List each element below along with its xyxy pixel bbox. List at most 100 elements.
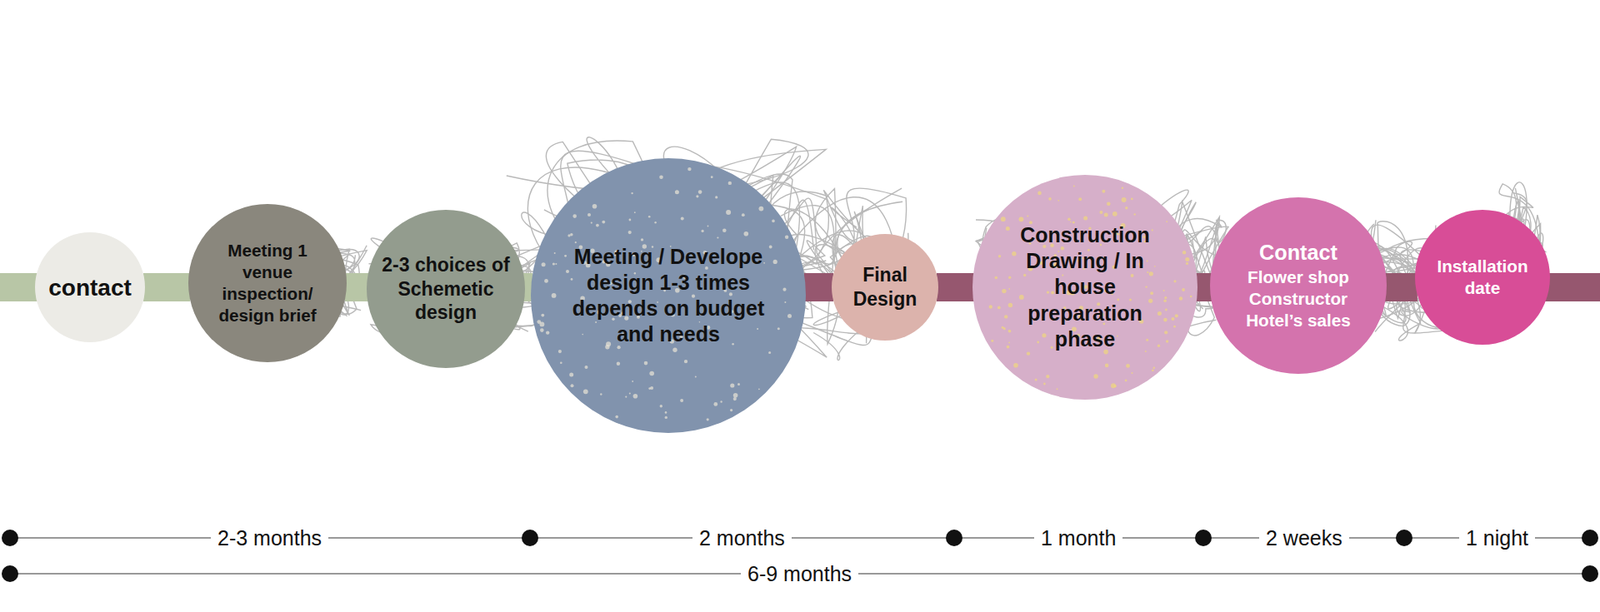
speckle bbox=[728, 181, 732, 185]
circle-content: 2-3 choices of Schemetic design bbox=[366, 210, 525, 369]
band-connector bbox=[804, 273, 834, 302]
speckle bbox=[1157, 345, 1160, 348]
circle-content: Installation date bbox=[1415, 210, 1550, 345]
speckle bbox=[1093, 374, 1098, 379]
stage-text: Meeting / Develope design 1-3 times depe… bbox=[558, 244, 779, 349]
speckle bbox=[698, 190, 703, 195]
timeline-dot bbox=[1, 530, 19, 547]
stage-text: contact bbox=[48, 273, 132, 303]
circle-content: Final Design bbox=[831, 234, 939, 341]
speckle bbox=[541, 262, 546, 267]
timeline-dot bbox=[1581, 530, 1599, 547]
speckle bbox=[649, 371, 655, 377]
circle-fill bbox=[35, 232, 145, 343]
speckle bbox=[715, 195, 718, 199]
stage-circle: Meeting 1 venue inspection/ design brief bbox=[188, 204, 347, 363]
speckle bbox=[1000, 216, 1006, 222]
stage-text: Final Design bbox=[842, 263, 928, 312]
speckle bbox=[545, 330, 550, 335]
speckle bbox=[1112, 211, 1118, 217]
speckle bbox=[1134, 213, 1136, 215]
speckle bbox=[758, 388, 760, 390]
speckle bbox=[1164, 296, 1167, 300]
speckle bbox=[730, 383, 735, 388]
stage-circle: Installation date bbox=[1415, 210, 1550, 345]
speckle bbox=[630, 192, 633, 195]
speckle bbox=[759, 206, 765, 212]
stage-circle: Meeting / Develope design 1-3 times depe… bbox=[530, 158, 806, 434]
speckle bbox=[1105, 364, 1110, 369]
speckle bbox=[552, 262, 555, 265]
speckle bbox=[995, 276, 999, 280]
band-end bbox=[1541, 273, 1600, 302]
circle-shape bbox=[1415, 210, 1550, 345]
speckle bbox=[1151, 229, 1154, 231]
speckle bbox=[1035, 379, 1038, 382]
speckle bbox=[1185, 257, 1190, 262]
speckle bbox=[787, 314, 792, 319]
timeline-dot bbox=[1195, 530, 1212, 547]
speckle bbox=[1151, 369, 1155, 372]
speckle bbox=[1099, 210, 1103, 215]
speckle bbox=[1043, 383, 1046, 386]
speckle bbox=[707, 225, 710, 228]
speckle bbox=[629, 219, 632, 222]
speckle bbox=[1078, 197, 1082, 201]
timeline-dot bbox=[521, 530, 539, 547]
speckle bbox=[680, 217, 685, 221]
speckle bbox=[733, 393, 739, 399]
speckle bbox=[1116, 299, 1120, 302]
speckle bbox=[1164, 330, 1168, 335]
speckle bbox=[1008, 276, 1011, 280]
stage-text: Construction Drawing / In house preparat… bbox=[1004, 222, 1166, 353]
speckle bbox=[570, 278, 574, 281]
circle-fill bbox=[188, 204, 347, 363]
speckle bbox=[540, 328, 545, 333]
speckle bbox=[1106, 202, 1111, 207]
speckle bbox=[615, 415, 619, 420]
speckle bbox=[583, 389, 589, 395]
speckle bbox=[725, 210, 731, 215]
timeline-dot bbox=[1581, 565, 1599, 583]
speckle bbox=[1125, 364, 1130, 369]
speckle bbox=[737, 383, 740, 386]
speckle bbox=[654, 221, 656, 224]
circle-content: Meeting / Develope design 1-3 times depe… bbox=[530, 158, 806, 434]
speckle bbox=[592, 204, 598, 210]
speckle bbox=[1006, 345, 1010, 350]
timeline-dot bbox=[945, 530, 963, 547]
speckle bbox=[1125, 206, 1128, 210]
duration-label: 6-9 months bbox=[740, 561, 859, 587]
speckle bbox=[1157, 311, 1162, 316]
speckle bbox=[1163, 299, 1167, 303]
speckle bbox=[1070, 221, 1072, 224]
speckle bbox=[701, 230, 705, 233]
speckle bbox=[1008, 330, 1012, 334]
speckle bbox=[569, 373, 574, 378]
speckle bbox=[990, 340, 994, 343]
speckle bbox=[771, 220, 775, 224]
speckle bbox=[665, 416, 668, 420]
speckle bbox=[659, 175, 664, 180]
speckle bbox=[1131, 372, 1134, 375]
speckle bbox=[675, 190, 680, 195]
speckle bbox=[633, 394, 639, 400]
speckle bbox=[1013, 363, 1019, 369]
speckle bbox=[1114, 385, 1117, 388]
speckle bbox=[730, 409, 733, 412]
speckle bbox=[1125, 380, 1128, 383]
band-connector bbox=[143, 273, 190, 302]
speckle bbox=[567, 234, 570, 237]
band-connector bbox=[1385, 273, 1418, 302]
speckle bbox=[1145, 339, 1149, 342]
speckle bbox=[1050, 291, 1055, 295]
timeline-dot bbox=[1, 565, 19, 583]
stage-text: Meeting 1 venue inspection/ design brief bbox=[204, 240, 331, 327]
speckle bbox=[1165, 220, 1168, 223]
speckle bbox=[1145, 350, 1147, 353]
speckle bbox=[680, 399, 684, 403]
speckle bbox=[644, 361, 649, 366]
speckle bbox=[782, 288, 786, 292]
speckle bbox=[544, 279, 549, 284]
speckle bbox=[1175, 314, 1179, 318]
